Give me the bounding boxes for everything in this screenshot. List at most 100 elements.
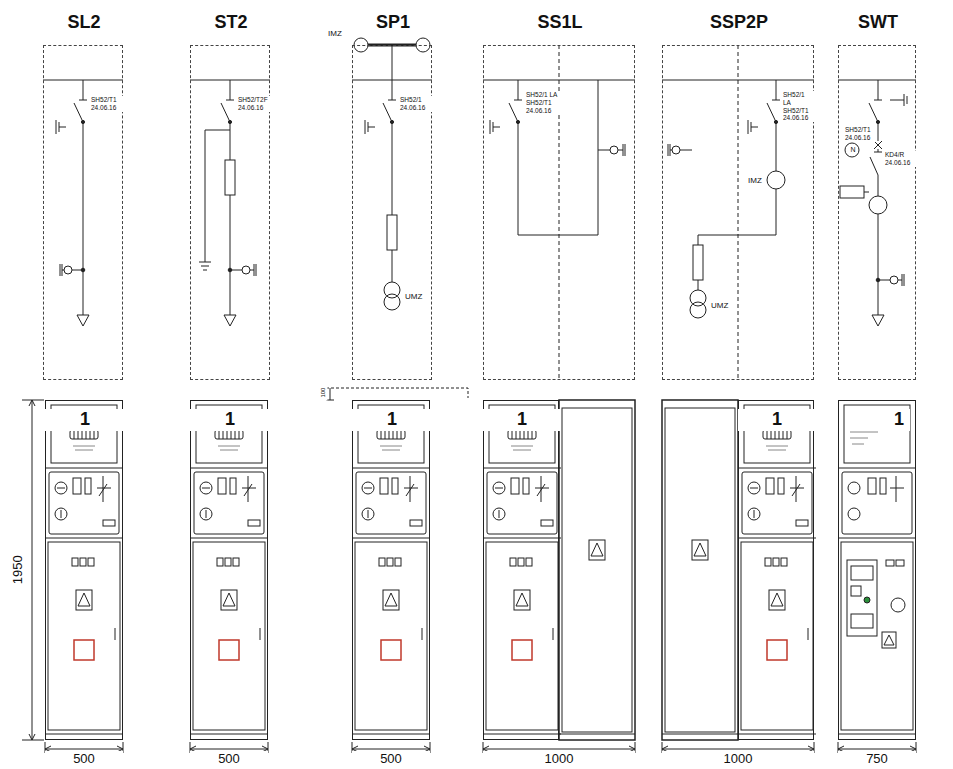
- schematic-panel: ST2SH52/T2F 24.06.16: [190, 45, 270, 380]
- blank-section-ss1l: [559, 408, 635, 734]
- single-line-ssp2p: [748, 120, 758, 134]
- panel-code: SS1L: [483, 12, 637, 34]
- single-line-ss1l: [483, 45, 635, 380]
- single-line-ss1l: [516, 120, 519, 123]
- single-line-swt: [838, 80, 916, 326]
- panel-number: 1: [45, 409, 125, 431]
- single-line-swt: [869, 196, 887, 214]
- device-label: SH52/1 24.06.16: [399, 96, 432, 112]
- cabinet-front-swt: [838, 734, 916, 735]
- single-line-ssp2p: [668, 144, 692, 156]
- panel-number: 1: [190, 409, 270, 431]
- single-line-ssp2p: [690, 302, 706, 318]
- blank-section-outline: [559, 400, 635, 740]
- dimension-label: 100: [320, 385, 327, 401]
- transformer-label: IMZ: [319, 29, 351, 39]
- cabinet-front-swt: [848, 508, 860, 520]
- single-line-ssp2p: [738, 45, 739, 380]
- cabinet-front-swt: [882, 632, 896, 648]
- single-line-swt: [878, 274, 904, 286]
- single-line-sl2: [43, 80, 123, 326]
- cabinet-front-swt: [891, 598, 905, 612]
- dimension-label: 500: [190, 751, 268, 767]
- cabinet-front-st2: [190, 405, 268, 734]
- cabinet-front-ss1l: [483, 405, 561, 734]
- cabinet-front-swt: [896, 560, 904, 566]
- cabinet-front-swt: [890, 476, 904, 502]
- single-line-st2: [190, 80, 270, 326]
- relay-label: N: [848, 146, 858, 154]
- single-line-ssp2p: [767, 171, 785, 189]
- single-line-sl2: [64, 266, 72, 274]
- blank-section-outline: [662, 400, 738, 740]
- dimension-label: 500: [352, 751, 430, 767]
- blank-section-ssp2p: [662, 408, 738, 734]
- single-line-st2: [228, 120, 231, 123]
- transformer-label: UMZ: [710, 301, 736, 311]
- cabinet-front-swt: [848, 482, 860, 494]
- schematic-panel: SP1IMZSH52/1 24.06.16UMZ: [352, 45, 432, 380]
- single-line-st2: [242, 266, 250, 274]
- single-line-ssp2p: [690, 290, 706, 306]
- device-label: SH52/T1 24.06.16: [90, 96, 123, 112]
- single-line-swt: [838, 80, 916, 141]
- schematic-panel: SWTSH52/T1 24.06.16NKD4/R 24.06.16: [838, 45, 916, 380]
- single-line-ssp2p: [672, 146, 680, 154]
- single-line-sp1: [384, 282, 400, 298]
- cabinet-front-swt: [838, 538, 916, 539]
- single-line-st2: [225, 160, 235, 195]
- cabinet-front: 1: [738, 400, 814, 740]
- cabinet-front-swt: [880, 478, 886, 494]
- cabinet-front-swt: [850, 432, 878, 444]
- panel-number: 1: [738, 409, 816, 431]
- schematic-panel: SL2SH52/T1 24.06.16: [43, 45, 123, 380]
- panel-number: 1: [352, 409, 432, 431]
- device-label: SH52/1 LA SH52/T1 24.06.16: [782, 91, 815, 122]
- single-line-sl2: [56, 120, 66, 134]
- device-label: SH52/T2F 24.06.16: [237, 96, 270, 112]
- single-line-st2: [224, 315, 236, 326]
- single-line-ss1l: [610, 146, 618, 154]
- single-line-st2: [199, 130, 230, 270]
- cabinet-front-swt: [886, 560, 894, 566]
- single-line-sl2: [77, 315, 89, 326]
- single-line-sp1: [384, 294, 400, 310]
- single-line-sp1: [365, 120, 375, 134]
- single-line-ss1l: [598, 144, 625, 156]
- cabinet-front: 1: [190, 400, 268, 740]
- single-line-swt: [870, 141, 882, 196]
- cabinet-front-swt: [844, 405, 910, 463]
- single-line-st2: [190, 80, 270, 315]
- single-line-swt: [845, 143, 859, 157]
- cabinet-front-ssp2p: [738, 405, 816, 734]
- dimension-label: 750: [838, 751, 916, 767]
- cabinet-front: 1: [483, 400, 559, 740]
- transformer-label: IMZ: [744, 176, 766, 186]
- dimension-label: 500: [45, 751, 123, 767]
- single-line-swt: [878, 214, 879, 315]
- schematic-panel: SSP2PSH52/1 LA SH52/T1 24.06.16IMZUMZ: [662, 45, 814, 380]
- cabinet-front-swt: [851, 586, 861, 596]
- panel-code: SP1: [352, 12, 434, 34]
- single-line-swt: [876, 120, 879, 123]
- single-line-sp1: [352, 38, 432, 310]
- dimension-label: 1000: [483, 751, 635, 767]
- panel-code: ST2: [190, 12, 272, 34]
- panel-number: 1: [888, 409, 910, 431]
- cabinet-front: 1: [352, 400, 430, 740]
- cabinet-front-swt: [847, 560, 877, 636]
- dimension-lines: [326, 388, 468, 398]
- cabinet-front: 1: [45, 400, 123, 740]
- cabinet-front-sp1: [352, 405, 430, 734]
- cabinet-front-swt: [864, 597, 870, 603]
- cabinet-front-swt: [838, 468, 916, 469]
- panel-code: SL2: [43, 12, 125, 34]
- single-line-swt: [864, 192, 869, 193]
- single-line-sp1: [352, 45, 432, 282]
- panel-code: SWT: [838, 12, 918, 34]
- cabinet-front-swt: [842, 472, 912, 534]
- single-line-ssp2p: [662, 45, 814, 380]
- cabinet-front-swt: [868, 478, 876, 494]
- single-line-swt: [840, 186, 864, 198]
